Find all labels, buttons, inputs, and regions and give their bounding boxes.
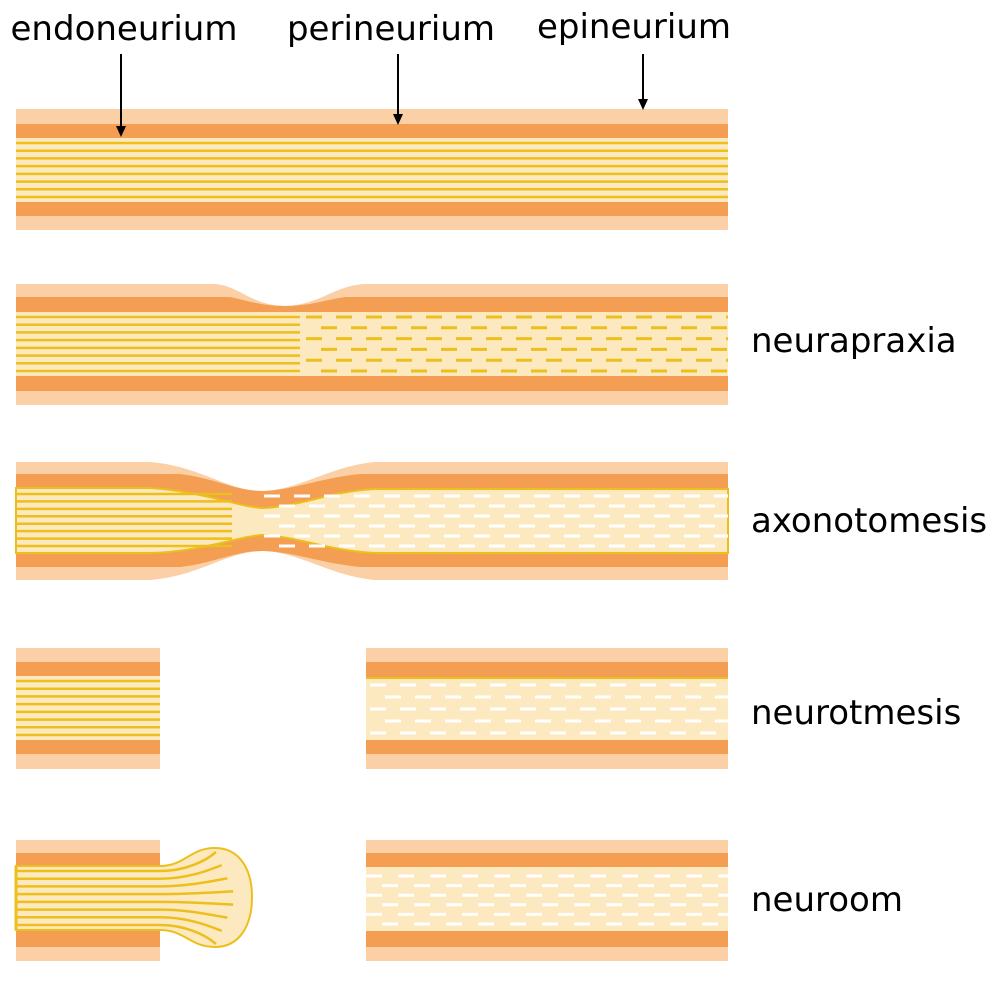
degenerated-axons <box>264 494 728 548</box>
degenerated-axons <box>370 683 728 735</box>
endoneurium-layer <box>16 312 728 376</box>
axon-line <box>16 923 217 945</box>
distal-stump <box>366 840 728 961</box>
perineurium-arrow <box>393 54 403 125</box>
proximal-axons <box>16 679 160 737</box>
intact-axons <box>16 492 232 548</box>
epineurium-label: epineurium <box>537 7 731 47</box>
axonotomesis-label: axonotomesis <box>751 501 987 541</box>
neuroom-nerve <box>14 840 728 961</box>
neurotmesis-label: neurotmesis <box>751 693 961 733</box>
intact-axons <box>16 315 300 373</box>
axon-line <box>16 877 228 888</box>
axon-line <box>16 851 217 873</box>
endoneurium-layer <box>15 487 729 554</box>
degenerated-axons <box>366 874 728 926</box>
neurapraxia-label: neurapraxia <box>751 321 957 361</box>
axon-line <box>16 890 234 896</box>
proximal-stump-neuroma <box>14 840 254 961</box>
neuroma-axons <box>16 851 234 945</box>
axon-line <box>16 916 223 933</box>
endoneurium-arrow <box>116 54 126 137</box>
epineurium-arrow <box>638 54 648 110</box>
proximal-stump <box>16 648 160 769</box>
neurapraxia-nerve <box>16 284 728 405</box>
endoneurium-label: endoneurium <box>11 9 238 49</box>
axon-line <box>16 900 234 906</box>
axon-line <box>16 863 223 880</box>
axon-bundle <box>16 141 728 199</box>
perineurium-label: perineurium <box>287 9 495 49</box>
axon-line <box>16 908 228 919</box>
normal-nerve <box>16 109 728 230</box>
blocked-axons <box>306 315 728 373</box>
neuroom-label: neuroom <box>751 880 903 920</box>
endoneurium-layer <box>16 138 728 202</box>
axonotomesis-nerve <box>15 462 729 580</box>
distal-stump <box>366 648 728 769</box>
neurotmesis-nerve <box>16 648 728 769</box>
layer-labels: endoneurium perineurium epineurium <box>11 7 731 137</box>
